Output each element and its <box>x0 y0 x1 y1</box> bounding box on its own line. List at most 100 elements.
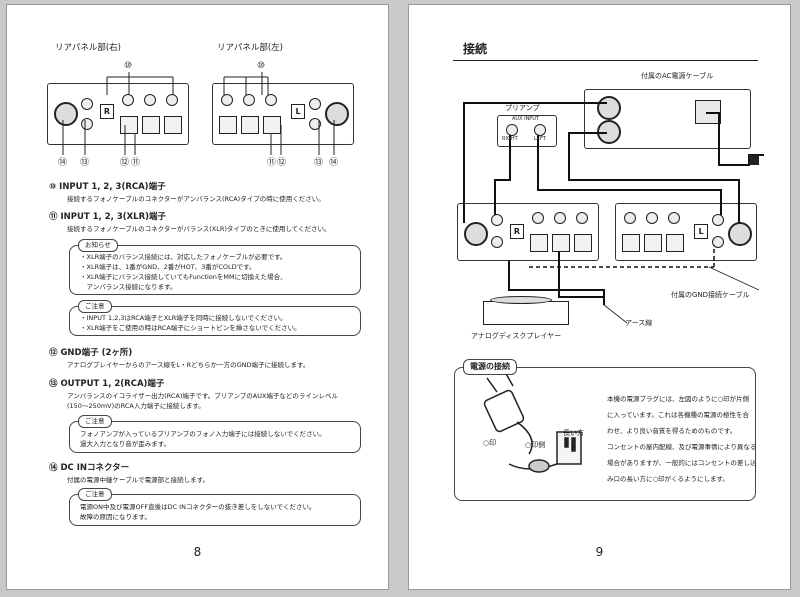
xlr-input-icon <box>644 234 662 252</box>
caution-box: ご注意 フォノアンプが入っているプリアンプのフォノ入力端子には接続しないでくださ… <box>69 415 361 453</box>
heading-rule <box>453 60 758 61</box>
rca-input-3-icon <box>166 94 178 106</box>
callout-11: ⑪ <box>267 158 277 168</box>
rca-input-icon <box>532 212 544 224</box>
rear-panel-left-label: リアパネル部(左) <box>217 43 283 53</box>
ac-cable-label: 付属のAC電源ケーブル <box>641 72 714 80</box>
preamp-label: プリアンプ <box>505 104 540 112</box>
aux-input-label: AUX INPUT <box>512 116 540 122</box>
callout-14: ⑭ <box>58 158 68 168</box>
long-side-label: 長い方 <box>563 429 584 437</box>
power-text-line: 場合がありますが、一般的にはコンセントの差し込 <box>607 459 757 467</box>
power-connection-box: 電源の接続 ○印 ○印側 長い方 本機の電源プラグには、左図のように○印が片側 … <box>454 359 757 501</box>
power-connection-heading: 電源の接続 <box>463 359 517 375</box>
manual-page-8: リアパネル部(右) リアパネル部(左) R L <box>6 4 389 590</box>
channel-r-label: R <box>510 224 524 239</box>
rca-input-3-icon <box>265 94 277 106</box>
output-jack-icon <box>491 236 503 248</box>
aux-right-jack-icon <box>506 124 518 136</box>
earth-wire-label: アース線 <box>625 319 653 327</box>
callout-10: ⑩ <box>124 61 133 71</box>
phono-unit-right: R <box>457 203 599 261</box>
caution-box: ご注意 電源ON中及び電源OFF直後はDC INコネクターの抜き差しをしないでく… <box>69 488 361 526</box>
xlr-input-icon <box>574 234 592 252</box>
callout-11: ⑪ <box>131 158 141 168</box>
xlr-input-3-icon <box>164 116 182 134</box>
power-text-line: コンセントの屋内配線、及び電源事情により異なる <box>607 443 757 451</box>
page-heading: 接続 <box>463 42 488 56</box>
caution-line: 電源ON中及び電源OFF直後はDC INコネクターの抜き差しをしないでください。 <box>80 503 316 511</box>
caution-line: ・INPUT 1,2,3はRCA端子とXLR端子を同時に接続しないでください。 <box>80 314 287 322</box>
manual-page-9: 接続 付属のAC電源ケーブル プリアンプ AUX INPUT RIGHT LEF… <box>408 4 791 590</box>
caution-line: 故障の原因になります。 <box>80 513 151 521</box>
caution-tab: ご注意 <box>78 415 112 428</box>
section-12-body: アナログプレイヤーからのアース線をL・Rどちらか一方のGND端子に接続します。 <box>67 361 310 369</box>
rear-panel-right-diagram: R <box>47 83 189 145</box>
plug-mark-label: ○印 <box>483 439 497 447</box>
output-jack-icon <box>81 98 93 110</box>
dc-in-connector-icon <box>464 222 488 246</box>
power-text-line: 本機の電源プラグには、左図のように○印が片側 <box>607 395 750 403</box>
channel-l-label: L <box>694 224 708 239</box>
page-number: 9 <box>595 545 604 559</box>
callout-13: ⑬ <box>80 158 90 168</box>
callout-14: ⑭ <box>329 158 339 168</box>
rca-input-2-icon <box>144 94 156 106</box>
output-jack-icon <box>309 118 321 130</box>
section-11-title: ⑪ INPUT 1, 2, 3(XLR)端子 <box>49 212 167 222</box>
callout-12: ⑫ <box>120 158 130 168</box>
channel-l-label: L <box>291 104 305 119</box>
caution-line: ・XLR端子をご使用の時はRCA端子にショートピンを挿さないでください。 <box>80 324 301 332</box>
channel-r-label: R <box>100 104 114 119</box>
xlr-input-icon <box>666 234 684 252</box>
dc-out-connector-icon <box>597 96 621 120</box>
caution-tab: ご注意 <box>78 300 112 313</box>
aux-left-jack-icon <box>534 124 546 136</box>
callout-10: ⑩ <box>257 61 266 71</box>
aux-left-label: LEFT <box>534 136 546 142</box>
power-text-line: に入っています。これは各機種の電源の極性を合 <box>607 411 750 419</box>
plug-mark-side-label: ○印側 <box>525 441 546 449</box>
xlr-input-2-icon <box>241 116 259 134</box>
rca-input-1-icon <box>221 94 233 106</box>
caution-line: フォノアンプが入っているプリアンプのフォノ入力端子には接続しないでください。 <box>80 430 326 438</box>
rca-input-2-icon <box>243 94 255 106</box>
rear-panel-right-label: リアパネル部(右) <box>55 43 121 53</box>
rca-input-icon <box>646 212 658 224</box>
notice-line: アンバランス接続になります。 <box>80 283 177 291</box>
rca-input-icon <box>668 212 680 224</box>
page-number: 8 <box>193 545 202 559</box>
notice-box: お知らせ ・XLR端子のバランス接続には、対応したフォノケーブルが必要です。 ・… <box>69 239 361 295</box>
dc-in-connector-icon <box>728 222 752 246</box>
power-text-line: み口の長い方に○印がくるようにします。 <box>607 475 729 483</box>
section-13-title: ⑬ OUTPUT 1, 2(RCA)端子 <box>49 379 165 389</box>
section-10-body: 接続するフォノケーブルのコネクターがアンバランス(RCA)タイプの時に使用くださ… <box>67 195 325 203</box>
section-12-title: ⑫ GND端子 (2ヶ所) <box>49 348 133 358</box>
section-14-title: ⑭ DC INコネクター <box>49 463 130 473</box>
phono-unit-left: L <box>615 203 757 261</box>
platter-icon <box>490 296 552 304</box>
caution-tab: ご注意 <box>78 488 112 501</box>
power-plug-illustration <box>483 374 582 473</box>
dc-in-connector-icon <box>325 102 349 126</box>
rca-input-icon <box>624 212 636 224</box>
connection-cables <box>463 102 764 324</box>
callout-12: ⑫ <box>277 158 287 168</box>
output-jack-icon <box>81 118 93 130</box>
section-13-body: (150〜250mV)のRCA入力端子に接続します。 <box>67 402 205 410</box>
output-jack-icon <box>712 236 724 248</box>
rear-panel-left-diagram: L <box>212 83 354 145</box>
notice-line: ・XLR端子にバランス接続していてもFunctionをMMに切換えた場合、 <box>80 273 287 281</box>
xlr-input-icon <box>530 234 548 252</box>
power-text-line: わせ、より良い音質を得るためのものです。 <box>607 427 737 435</box>
output-jack-icon <box>491 214 503 226</box>
notice-line: ・XLR端子のバランス接続には、対応したフォノケーブルが必要です。 <box>80 253 287 261</box>
turntable-label: アナログディスクプレイヤー <box>471 332 562 340</box>
notice-line: ・XLR端子は、1番がGND、2番がHOT、3番がCOLDです。 <box>80 263 256 271</box>
gnd-cable-label: 付属のGND接続ケーブル <box>671 291 750 299</box>
caution-box: ご注意 ・INPUT 1,2,3はRCA端子とXLR端子を同時に接続しないでくだ… <box>69 300 361 336</box>
turntable-icon <box>483 296 569 325</box>
section-11-body: 接続するフォノケーブルのコネクターがバランス(XLR)タイプのときに使用してくだ… <box>67 225 331 233</box>
dc-in-connector-icon <box>54 102 78 126</box>
xlr-input-icon <box>552 234 570 252</box>
